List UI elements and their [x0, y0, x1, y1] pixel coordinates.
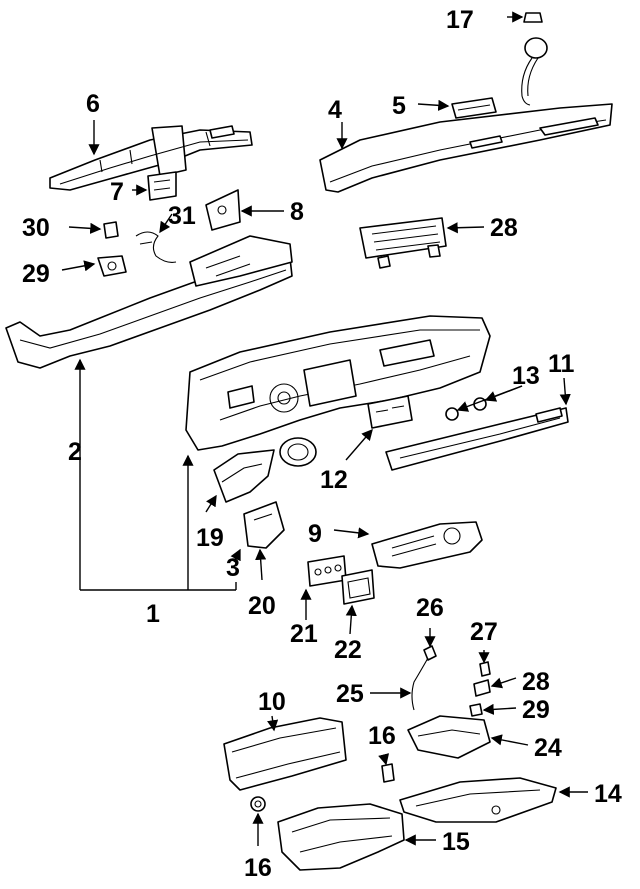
- callout-9: 9: [308, 520, 322, 548]
- callout-25: 27: [470, 618, 498, 646]
- part-3-panel-body: [185, 315, 491, 451]
- part-11-trim-strip: [385, 407, 569, 471]
- callout-3: 3: [226, 554, 240, 582]
- part-7-bracket: [147, 171, 177, 201]
- part-2-lower-duct: [5, 235, 293, 369]
- part-8-plate: [205, 189, 241, 231]
- callout-6: 6: [86, 90, 100, 118]
- part-18-column-cover: [243, 437, 317, 549]
- callout-10: 10: [258, 688, 286, 716]
- part-16-fastener-upper: [381, 763, 395, 783]
- callout-labels: 17 4 5 6 7 8 30 31 29 28 11 13 2 12 9 19…: [22, 6, 622, 882]
- callout-23: 25: [336, 680, 364, 708]
- leader-lines: [61, 11, 588, 846]
- part-5-grille: [451, 97, 497, 119]
- callout-5: 5: [392, 92, 406, 120]
- callout-31: 31: [168, 202, 196, 230]
- callout-27: 29: [522, 696, 550, 724]
- part-16-fastener-lower: [250, 796, 266, 812]
- callout-19: 21: [290, 620, 318, 648]
- part-10-cover: [223, 717, 347, 791]
- part-19-bezel: [307, 555, 347, 587]
- part-12-switch-panel: [367, 395, 413, 429]
- callout-28: 28: [490, 214, 518, 242]
- callout-12: 12: [320, 466, 348, 494]
- part-23-harness: [411, 657, 429, 711]
- callout-7: 7: [110, 178, 124, 206]
- part-4-upper-panel: [319, 103, 613, 193]
- part-9-cluster: [371, 521, 483, 569]
- part-6-duct-assembly: [49, 125, 253, 191]
- callout-16-lower: 16: [244, 854, 272, 882]
- callout-29: 29: [22, 260, 50, 288]
- part-31-harness: [135, 231, 177, 263]
- part-15-bottom-panel: [277, 803, 405, 871]
- callout-26: 28: [522, 668, 550, 696]
- part-24-connector: [423, 645, 437, 661]
- callout-16-upper: 16: [368, 722, 396, 750]
- callout-18: 20: [248, 592, 276, 620]
- callout-17: 19: [196, 524, 224, 552]
- callout-1: 1: [146, 600, 160, 628]
- callout-22: 24: [534, 734, 562, 762]
- callout-8: 8: [290, 198, 304, 226]
- part-25-switch: [479, 661, 491, 677]
- callout-15: 15: [442, 828, 470, 856]
- callout-11: 11: [548, 350, 575, 378]
- part-27-clip: [469, 703, 483, 717]
- callout-13: 13: [512, 362, 540, 390]
- part-20-frame: [341, 569, 375, 605]
- part-30-clip: [103, 221, 119, 239]
- part-21-bulb-socket: [521, 12, 548, 106]
- callout-24: 26: [416, 594, 444, 622]
- callout-4: 4: [328, 96, 342, 124]
- callout-30: 30: [22, 214, 50, 242]
- callout-2: 2: [68, 438, 82, 466]
- callout-21: 17: [446, 6, 474, 34]
- part-28-vent: [359, 217, 447, 269]
- callout-14: 14: [594, 780, 622, 808]
- callout-20: 22: [334, 636, 362, 664]
- part-22-tray: [407, 715, 491, 759]
- part-14-lower-panel: [399, 777, 557, 823]
- part-26-connector: [473, 679, 491, 697]
- part-29-switch: [97, 255, 127, 277]
- part-17-trim: [213, 449, 275, 503]
